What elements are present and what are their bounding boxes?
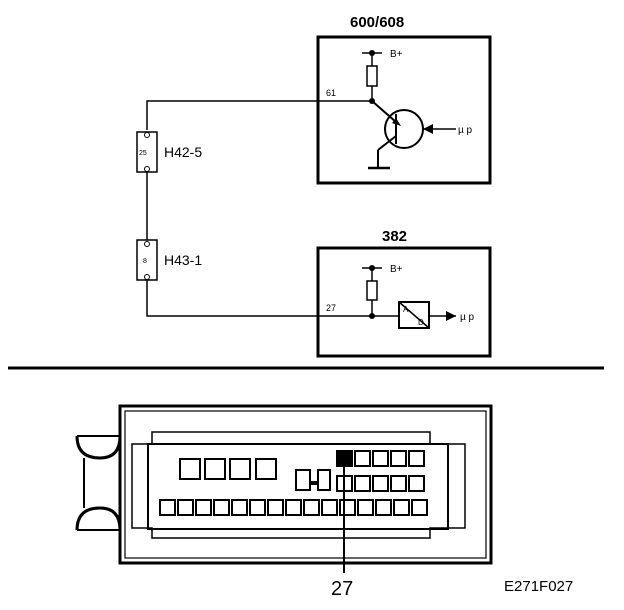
- wire-27: [146, 280, 372, 317]
- pin-row-middle: [336, 475, 425, 492]
- transistor-icon: [384, 109, 424, 149]
- coding-key: [295, 469, 331, 491]
- figure-code: E271F027: [504, 578, 573, 595]
- latch-clip-bottom: [75, 506, 122, 531]
- pin-row-bottom: [159, 499, 428, 516]
- converter-d-label: D: [418, 318, 424, 327]
- pin-row-large: [179, 458, 277, 480]
- connector-housing: [118, 404, 493, 565]
- connector-cavity-outline: [131, 431, 466, 539]
- signal-label-top: µ p: [458, 125, 473, 136]
- wire-61: [146, 100, 372, 130]
- signal-label-bottom: µ p: [460, 312, 475, 323]
- module-600-608-label: 600/608: [350, 14, 404, 31]
- resistor-icon: [366, 65, 378, 87]
- pin-27-label: 27: [326, 303, 336, 313]
- connector-face-view: [75, 404, 493, 573]
- module-600-608-box: [316, 35, 492, 185]
- connector-inner-frame: [124, 410, 487, 559]
- converter-a-label: A: [403, 305, 409, 314]
- pin-61-label: 61: [326, 88, 336, 98]
- connector-h43-1-label: H43-1: [164, 252, 202, 268]
- supply-label-bottom: B+: [390, 264, 403, 275]
- latch-clip-top: [75, 435, 122, 460]
- connector-h43-1-pin: 8: [143, 258, 147, 265]
- pin-row-top: [336, 450, 425, 467]
- module-382-box: [316, 246, 492, 358]
- callout-pin-label: 27: [331, 578, 353, 600]
- module-382-label: 382: [382, 228, 407, 245]
- connector-h42-5-pin: 25: [139, 150, 147, 157]
- resistor-icon: [366, 280, 378, 301]
- connector-h42-5-label: H42-5: [164, 144, 202, 160]
- supply-label-top: B+: [390, 49, 403, 60]
